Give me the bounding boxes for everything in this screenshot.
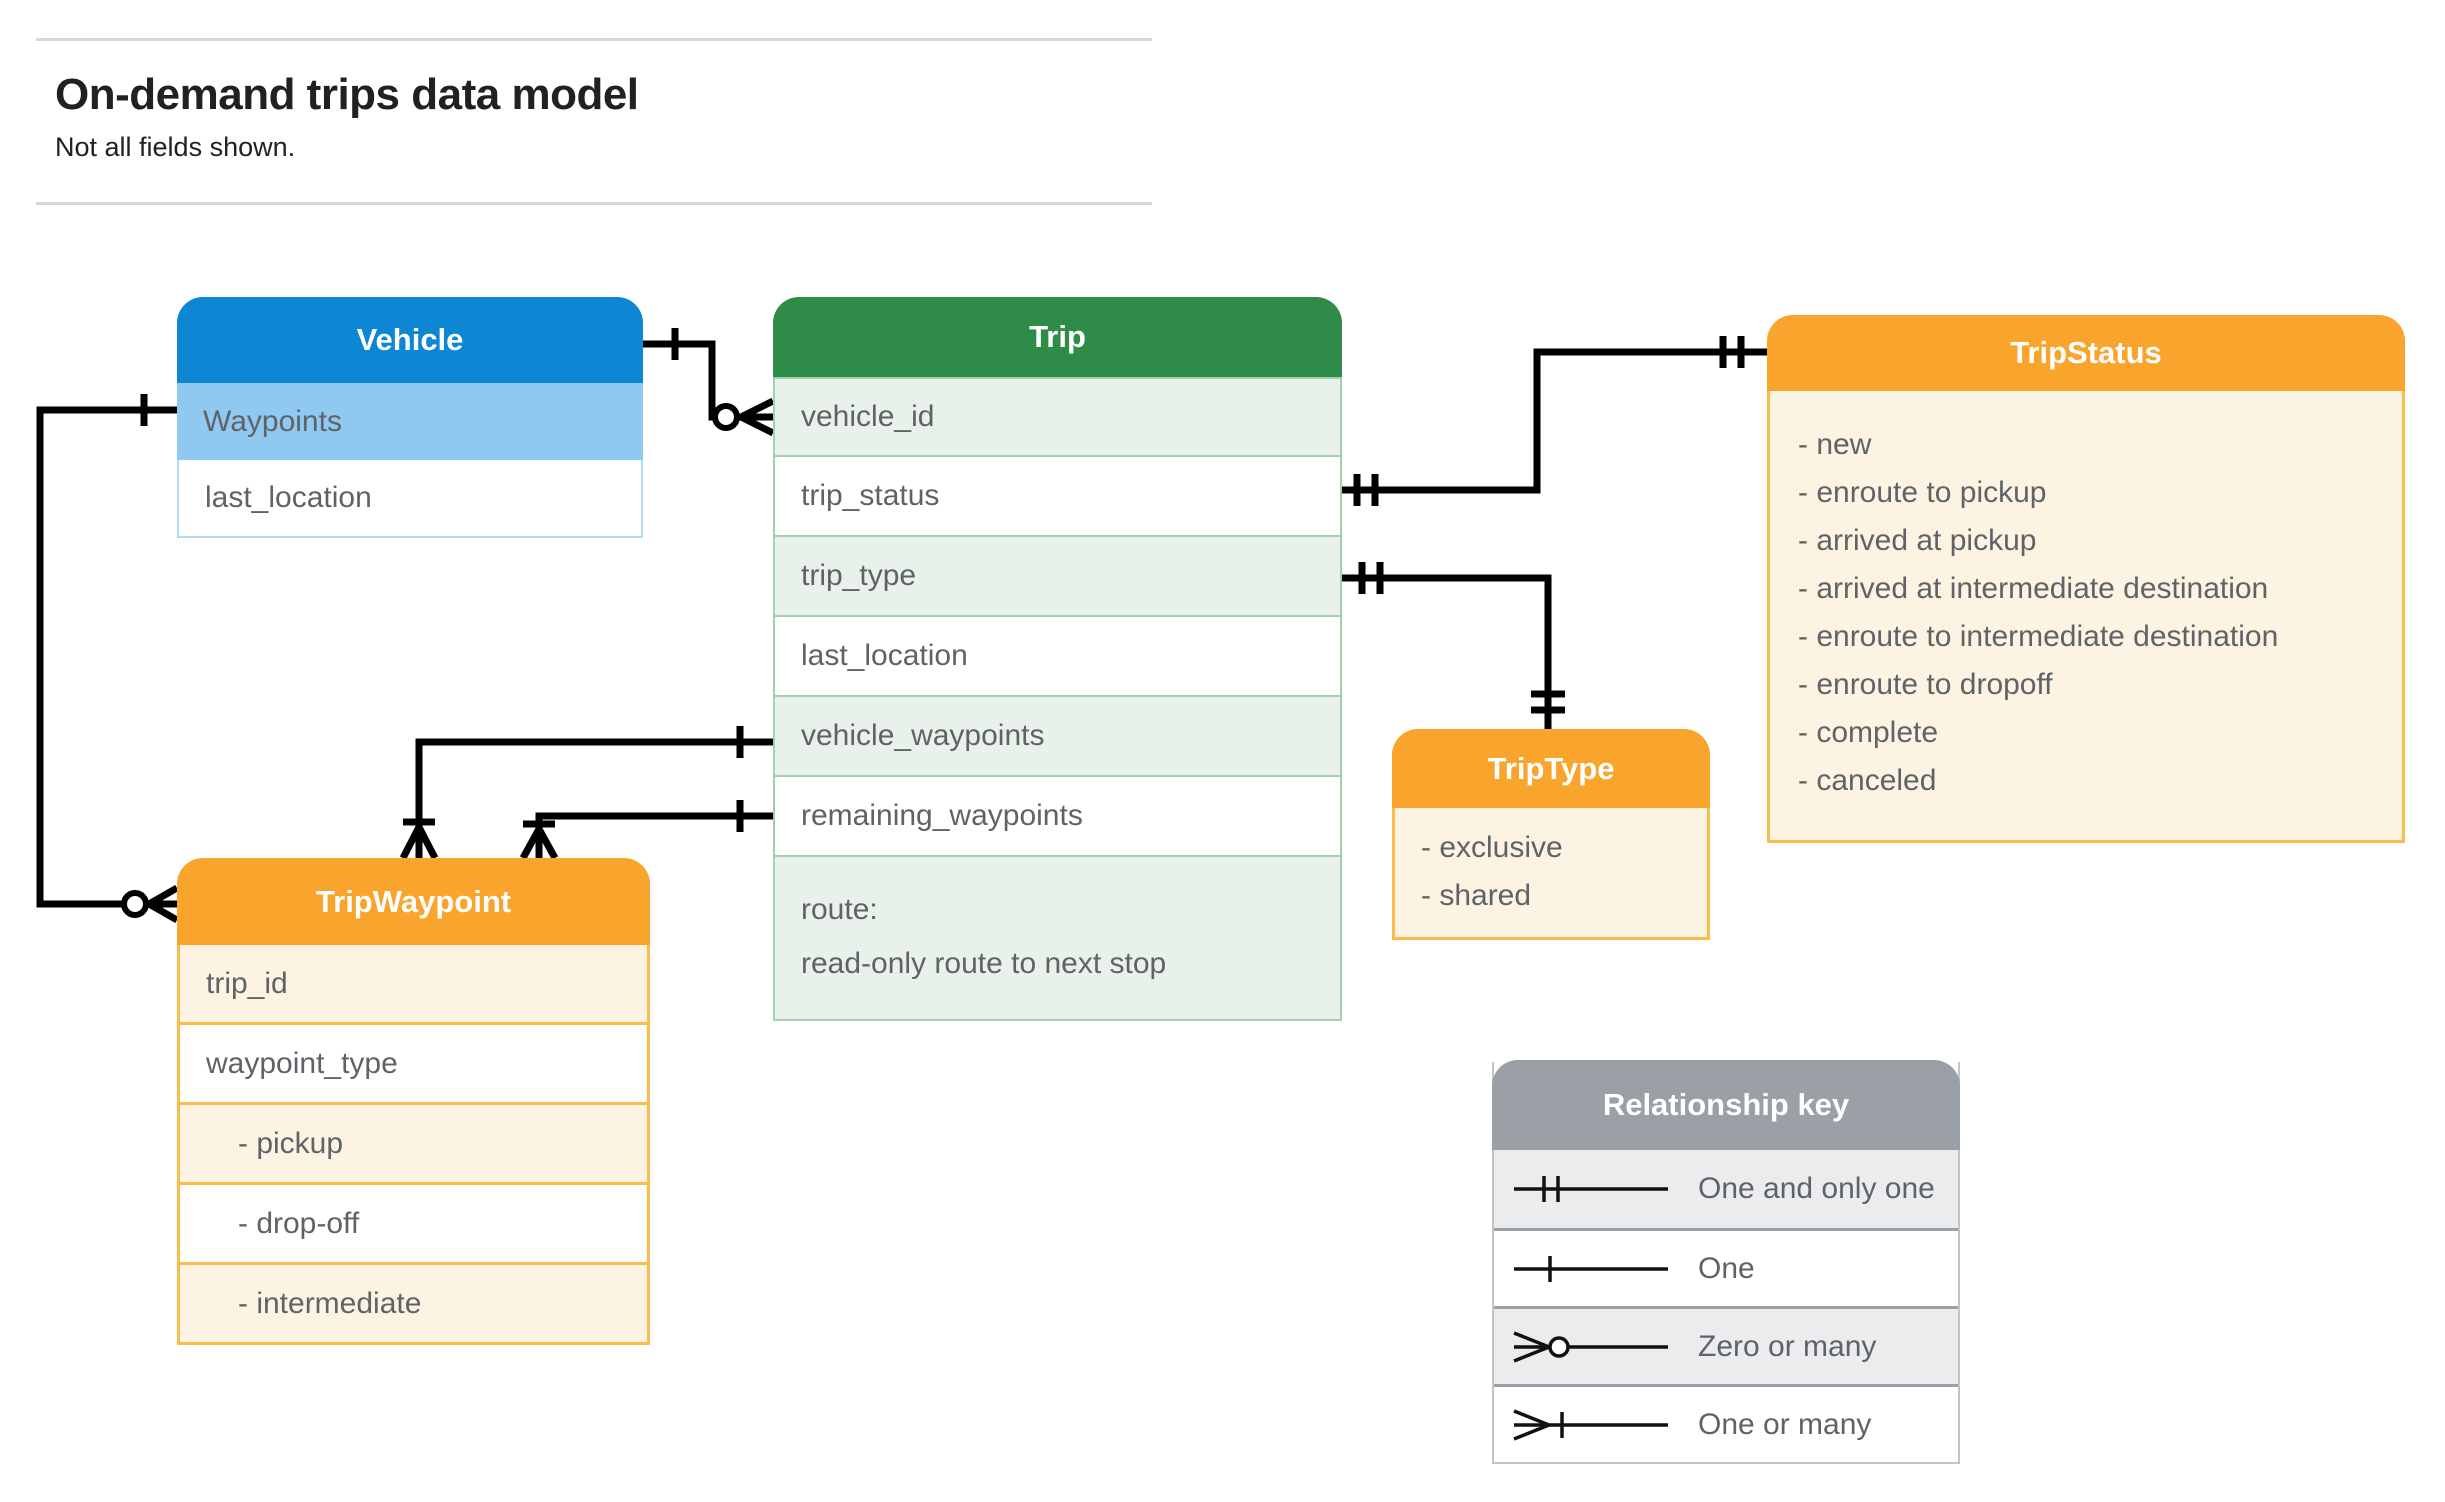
one-and-only-one-ticks: [1531, 690, 1565, 714]
zero-many-circle: [121, 890, 149, 918]
field-label: remaining_waypoints: [801, 799, 1083, 832]
connector-trip-type-to-triptype: [1342, 562, 1565, 729]
enum-value: - drop-off: [238, 1206, 360, 1240]
one-icon: [1514, 1255, 1668, 1282]
relationship-key-title: Relationship key: [1602, 1087, 1850, 1122]
trip-field-trip-type: trip_type: [773, 537, 1342, 617]
connector-remaining-waypoints-to-tripwaypoint: [519, 800, 773, 860]
field-label: vehicle_waypoints: [801, 719, 1045, 752]
vehicle-field-waypoints: Waypoints: [177, 383, 643, 460]
bottom-divider: [36, 202, 1152, 205]
one-and-only-one-icon: [1514, 1176, 1668, 1202]
one-and-only-one-ticks: [1719, 336, 1745, 368]
crow-foot: [519, 827, 559, 860]
entity-vehicle: Vehicle Waypoints last_location: [177, 297, 643, 538]
enum-value: - arrived at intermediate destination: [1798, 572, 2269, 605]
vehicle-field-last-location: last_location: [177, 460, 643, 538]
relationship-key-header: Relationship key: [1492, 1060, 1960, 1150]
route-note: route: read-only route to next stop: [801, 883, 1166, 991]
trip-field-route: route: read-only route to next stop: [773, 857, 1342, 1021]
enum-value: - new: [1798, 428, 1872, 461]
connector-vehicle-to-trip: [643, 328, 775, 437]
tripwaypoint-value-pickup: - pickup: [177, 1105, 650, 1185]
enum-value: - pickup: [238, 1126, 344, 1160]
entity-vehicle-header: Vehicle: [177, 297, 643, 383]
legend-row-one: One: [1494, 1228, 1958, 1306]
field-label: trip_type: [801, 559, 917, 592]
legend-row-zero-or-many: Zero or many: [1494, 1306, 1958, 1384]
enum-value: - enroute to pickup: [1798, 476, 2047, 509]
enum-value: - enroute to intermediate destination: [1798, 620, 2279, 653]
entity-tripwaypoint-title: TripWaypoint: [315, 883, 512, 919]
legend-row-one-or-many: One or many: [1494, 1384, 1958, 1462]
legend-label: One and only one: [1698, 1172, 1935, 1205]
legend-label: Zero or many: [1698, 1329, 1877, 1363]
trip-field-last-location: last_location: [773, 617, 1342, 697]
trip-field-remaining-waypoints: remaining_waypoints: [773, 777, 1342, 857]
tripwaypoint-field-waypoint-type: waypoint_type: [177, 1025, 650, 1105]
legend-row-one-and-only-one: One and only one: [1494, 1150, 1958, 1228]
entity-triptype-title: TripType: [1487, 750, 1615, 786]
route-label: route:: [801, 893, 878, 926]
enum-value: - arrived at pickup: [1798, 524, 2037, 557]
entity-tripstatus-header: TripStatus: [1767, 315, 2405, 391]
page-title: On-demand trips data model: [55, 70, 639, 119]
connector-vehicle-waypoints-field-to-tripwaypoint: [399, 726, 773, 860]
tripstatus-values: - new - enroute to pickup - arrived at p…: [1767, 391, 2405, 843]
zero-or-many-icon: [1513, 1330, 1668, 1363]
entity-tripstatus: TripStatus - new - enroute to pickup - a…: [1767, 315, 2405, 843]
field-label: last_location: [801, 639, 968, 672]
entity-tripwaypoint-header: TripWaypoint: [177, 858, 650, 945]
page-subtitle: Not all fields shown.: [55, 132, 296, 162]
enum-value: - enroute to dropoff: [1798, 668, 2053, 701]
entity-tripwaypoint: TripWaypoint trip_id waypoint_type - pic…: [177, 858, 650, 1345]
enum-value: - intermediate: [238, 1286, 422, 1320]
entity-trip-title: Trip: [1029, 319, 1086, 354]
one-and-only-one-ticks: [1353, 474, 1379, 506]
tripwaypoint-field-trip-id: trip_id: [177, 945, 650, 1025]
zero-many-circle: [712, 403, 740, 431]
legend-label: One: [1698, 1251, 1755, 1285]
route-description: read-only route to next stop: [801, 947, 1167, 980]
enum-value: - exclusive: [1421, 831, 1563, 864]
field-label: last_location: [205, 481, 372, 514]
trip-field-trip-status: trip_status: [773, 457, 1342, 537]
legend-label: One or many: [1698, 1407, 1872, 1441]
connector-trip-status-to-tripstatus: [1342, 336, 1767, 506]
enum-value: - canceled: [1798, 764, 1937, 797]
entity-trip-header: Trip: [773, 297, 1342, 377]
field-label: Waypoints: [203, 404, 342, 438]
enum-value: - shared: [1421, 879, 1532, 912]
trip-field-vehicle-id: vehicle_id: [773, 377, 1342, 457]
one-or-many-icon: [1513, 1408, 1668, 1441]
one-and-only-one-ticks: [1358, 562, 1384, 594]
tripwaypoint-value-drop-off: - drop-off: [177, 1185, 650, 1265]
crow-foot: [147, 884, 179, 924]
tripwaypoint-value-intermediate: - intermediate: [177, 1265, 650, 1345]
field-label: vehicle_id: [801, 400, 935, 433]
crow-foot: [399, 825, 439, 860]
entity-triptype: TripType - exclusive - shared: [1392, 729, 1710, 940]
field-label: waypoint_type: [206, 1046, 398, 1080]
entity-trip: Trip vehicle_id trip_status trip_type la…: [773, 297, 1342, 1021]
crow-foot: [739, 397, 775, 437]
enum-value: - complete: [1798, 716, 1939, 749]
entity-tripstatus-title: TripStatus: [2010, 335, 2162, 370]
entity-vehicle-title: Vehicle: [356, 322, 464, 357]
entity-triptype-header: TripType: [1392, 729, 1710, 808]
connector-vehicle-waypoints-to-tripwaypoint: [36, 394, 179, 924]
top-divider: [36, 38, 1152, 41]
triptype-values: - exclusive - shared: [1392, 808, 1710, 940]
field-label: trip_status: [801, 479, 940, 512]
relationship-key: Relationship key One and only one One: [1492, 1060, 1960, 1464]
trip-field-vehicle-waypoints: vehicle_waypoints: [773, 697, 1342, 777]
field-label: trip_id: [206, 966, 288, 1000]
